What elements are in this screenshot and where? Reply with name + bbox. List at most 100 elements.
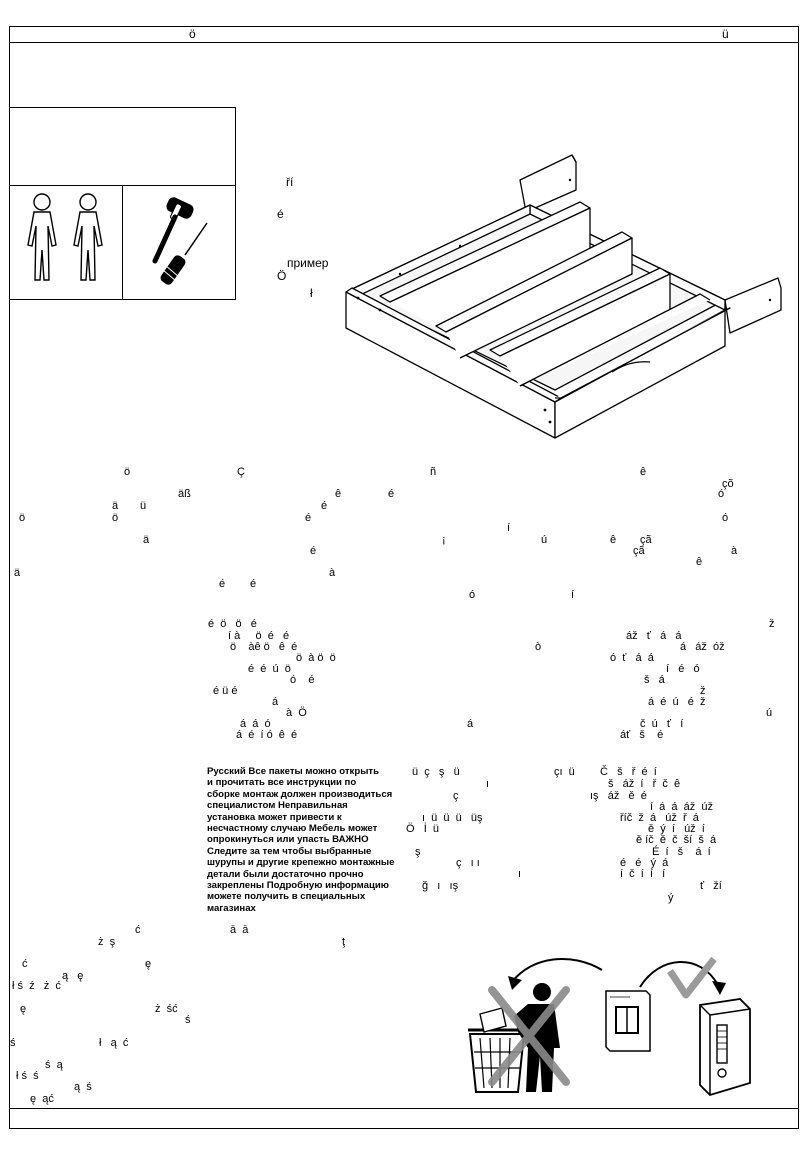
text-fragment: çõ: [722, 478, 734, 490]
text-fragment: ł ą ć: [99, 1037, 129, 1049]
text-fragment: í: [571, 589, 575, 601]
text-fragment: é: [388, 488, 395, 500]
text-fragment: ý: [668, 892, 674, 904]
text-fragment: ţ: [342, 936, 346, 948]
text-fragment: çã: [633, 545, 645, 557]
text-fragment: ö: [124, 466, 131, 478]
text-fragment: ě íč ě č ší š á: [636, 834, 717, 846]
text-fragment: é: [305, 512, 312, 524]
text-fragment: ż ść: [155, 1003, 178, 1015]
page-frame: [9, 26, 799, 1129]
text-fragment: ü ç ş ü: [412, 766, 460, 778]
text-fragment: ę: [145, 958, 152, 970]
text-fragment: çı ü: [554, 766, 575, 778]
hammer-screwdriver-icon: [152, 197, 208, 285]
text-fragment: ó é: [290, 674, 315, 686]
header-right-char: ü: [722, 27, 729, 41]
text-fragment: ü: [140, 500, 147, 512]
text-fragment: á á ó: [240, 718, 271, 730]
text-fragment: áť š é: [620, 729, 664, 741]
text-fragment: í à ö é é: [228, 630, 290, 642]
text-fragment: ą ę: [62, 970, 84, 982]
text-fragment: ä: [112, 500, 119, 512]
text-fragment: ł ś ź ż ć: [12, 980, 61, 992]
text-fragment: ę ąć: [30, 1093, 54, 1105]
text-fragment: ê: [610, 534, 617, 546]
text-fragment: ä: [14, 567, 21, 579]
text-fragment: é ü é: [213, 685, 238, 697]
text-fragment: Ö İ ü: [406, 823, 440, 835]
text-fragment: é ö ö é: [208, 618, 257, 630]
bed-drawer-drawing: [345, 154, 782, 439]
footer-rule: [9, 1108, 799, 1109]
text-fragment: é: [250, 578, 257, 590]
text-fragment: é: [219, 578, 226, 590]
text-fragment: á: [272, 696, 279, 708]
label-line-1: ří: [286, 175, 294, 189]
text-fragment: ı: [486, 778, 490, 790]
text-fragment: ê: [696, 556, 703, 568]
text-fragment: ó: [718, 488, 725, 500]
text-fragment: ış áž ě é: [590, 790, 647, 802]
text-fragment: ó: [722, 512, 729, 524]
text-fragment: í é ó: [666, 663, 700, 675]
text-fragment: ğ ı ış: [422, 880, 459, 892]
text-fragment: ś: [185, 1014, 191, 1026]
text-fragment: é é ý á: [620, 857, 669, 869]
text-fragment: ú: [541, 534, 548, 546]
text-fragment: š áž í ř č ê: [608, 778, 681, 790]
text-fragment: é é ú ö: [248, 663, 291, 675]
text-fragment: á: [467, 718, 474, 730]
text-fragment: č ú ť í: [640, 718, 684, 730]
text-fragment: Č š ř é í: [600, 766, 657, 778]
label-line-5: ł: [310, 286, 313, 300]
text-fragment: ú: [766, 707, 773, 719]
text-fragment: í č í í í: [620, 868, 666, 880]
text-fragment: ê: [640, 466, 647, 478]
text-fragment: ć: [22, 958, 28, 970]
text-fragment: říč ž á úž ř á: [620, 812, 699, 824]
text-fragment: ā ā: [230, 924, 249, 936]
label-line-3: пример: [287, 256, 329, 270]
text-fragment: ż ş: [98, 936, 116, 948]
text-fragment: çã: [640, 534, 652, 546]
text-fragment: ž: [769, 618, 775, 630]
text-fragment: ı: [518, 868, 522, 880]
text-fragment: é: [310, 545, 317, 557]
text-fragment: á é ú é ž: [648, 696, 706, 708]
text-fragment: é: [321, 500, 328, 512]
text-fragment: ı ü ü ü üş: [422, 812, 483, 824]
text-fragment: í á á áž úž: [650, 801, 713, 813]
text-fragment: ö: [19, 512, 26, 524]
text-fragment: ł ś ś: [16, 1070, 39, 1082]
text-fragment: à: [329, 567, 336, 579]
text-fragment: ś ą: [45, 1059, 63, 1071]
text-fragment: á é í ó ê é: [236, 729, 298, 741]
text-fragment: ę: [20, 1003, 27, 1015]
info-box-top: [9, 107, 236, 186]
text-fragment: ś: [10, 1037, 16, 1049]
text-fragment: ě ý í úž í: [648, 823, 705, 835]
text-fragment: ¡: [442, 534, 446, 546]
text-fragment: à Ö: [286, 707, 307, 719]
text-fragment: ą ś: [74, 1081, 92, 1093]
text-fragment: á áž óž: [680, 641, 725, 653]
text-fragment: ê: [335, 488, 342, 500]
text-fragment: ö à ö ö: [296, 652, 336, 664]
file-to-binder-icon: [605, 956, 751, 1097]
text-fragment: à: [731, 545, 738, 557]
tools-box: [122, 185, 236, 300]
text-fragment: ć: [135, 924, 141, 936]
text-fragment: ť ží: [700, 880, 722, 892]
text-fragment: áž ť á á: [626, 630, 682, 642]
label-line-4: Ö: [277, 269, 287, 283]
no-litter-icon: [468, 958, 603, 1093]
label-line-2: é: [277, 207, 284, 221]
text-fragment: ş: [415, 846, 421, 858]
text-fragment: ö: [112, 512, 119, 524]
header-rule: [9, 42, 799, 43]
text-fragment: Ç: [237, 466, 245, 478]
text-fragment: ž: [700, 685, 706, 697]
text-fragment: ç: [453, 790, 459, 802]
two-persons-icon: [27, 193, 103, 281]
